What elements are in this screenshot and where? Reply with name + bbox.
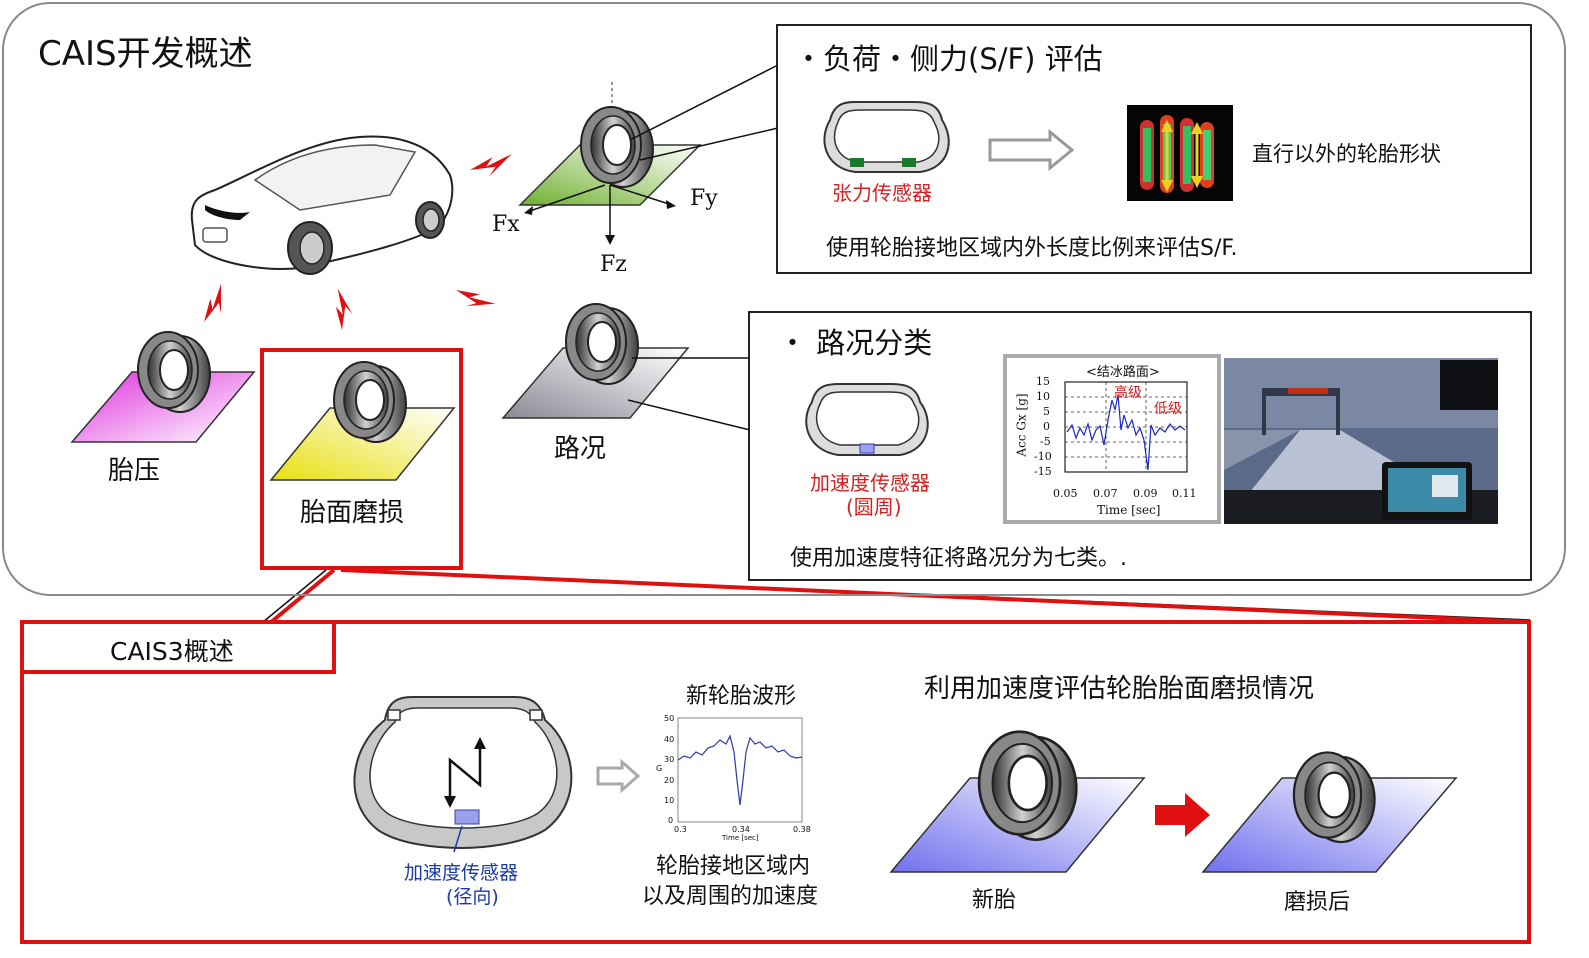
wave-title: 新轮胎波形 (686, 684, 797, 709)
road-sensor-label: 加速度传感器 (810, 471, 930, 495)
tension-tire-crosssection (823, 100, 950, 173)
road-sensor-direction: (圆周) (846, 495, 902, 519)
tension-sensor-label: 张力传感器 (832, 181, 932, 205)
road-chart-ytick: -15 (1034, 465, 1052, 478)
car-illustration (190, 135, 454, 275)
wave-chart-ytick: 40 (664, 735, 675, 744)
road-chart-ytick: 5 (1043, 405, 1050, 418)
pressure-tire-illustration (70, 331, 256, 443)
hollow-arrow-icon (596, 758, 641, 794)
cais3-title: CAIS3概述 (110, 637, 234, 666)
worn-tire-illustration (1201, 751, 1458, 873)
load-panel-heading: ・负荷・侧力(S/F) 评估 (794, 42, 1103, 76)
wave-chart-ytick: 20 (664, 776, 675, 785)
road-panel-description: 使用加速度特征将路况分为七类。. (790, 546, 1127, 571)
road-chart-ytick: 10 (1036, 390, 1050, 403)
road-chart-title: <结冰路面> (1086, 365, 1160, 380)
wave-description-line2: 以及周围的加速度 (642, 884, 819, 909)
cais3-frame (20, 620, 1531, 944)
radial-tire-crosssection (353, 696, 573, 853)
red-arrow-icon (1155, 793, 1210, 837)
road-chart-xtick: 0.07 (1093, 487, 1118, 500)
road-chart-xtick: 0.09 (1133, 487, 1158, 500)
hollow-arrow-icon (988, 128, 1075, 172)
wave-chart-ylabel: G (656, 764, 663, 773)
wave-chart-ytick: 10 (664, 796, 675, 805)
new-tire-label: 新胎 (972, 888, 1017, 913)
road-chart-ytick: 0 (1043, 420, 1050, 433)
road-chart-annotation-high: 高级 (1114, 385, 1142, 401)
road-chart-xtick: 0.11 (1172, 487, 1197, 500)
road-chart-ytick: 15 (1036, 375, 1050, 388)
wave-chart-signal (677, 734, 803, 806)
road-chart-xlabel: Time [sec] (1097, 503, 1161, 517)
wear-highlight-box (260, 348, 463, 570)
label-pressure: 胎压 (108, 456, 161, 486)
label-road: 路况 (554, 434, 607, 464)
worn-tire-label: 磨损后 (1284, 890, 1351, 915)
wave-chart-xlabel: Time [sec] (722, 834, 759, 842)
road-chart-ylabel: Acc Gx [g] (1014, 393, 1029, 457)
wave-chart-xtick: 0.3 (674, 825, 687, 834)
force-label-fx: Fx (492, 212, 520, 237)
wave-chart-ytick: 50 (664, 714, 675, 723)
road-chart-ytick: -10 (1034, 450, 1052, 463)
road-panel-heading: ・ 路况分类 (778, 326, 933, 360)
road-chart-xtick: 0.05 (1053, 487, 1078, 500)
wave-chart-ytick: 30 (664, 755, 675, 764)
wave-chart-ytick: 0 (668, 816, 674, 825)
radial-sensor-label: 加速度传感器 (404, 862, 519, 884)
road-tire-illustration (501, 303, 690, 419)
label-wear: 胎面磨损 (300, 498, 405, 528)
cais-overview-frame (2, 2, 1566, 596)
road-chart-signal (1066, 394, 1186, 471)
force-label-fz: Fz (600, 252, 627, 277)
force-label-fy: Fy (690, 186, 718, 211)
road-tire-crosssection (805, 383, 929, 456)
wear-tire-illustration (269, 361, 456, 481)
road-chart-ytick: -5 (1040, 435, 1051, 448)
wave-description-line1: 轮胎接地区域内 (656, 854, 811, 879)
radial-sensor-direction: (径向) (446, 886, 499, 908)
page-title: CAIS开发概述 (38, 34, 253, 74)
load-panel (776, 24, 1532, 274)
road-chart-annotation-low: 低级 (1154, 401, 1182, 417)
wave-chart-xtick: 0.34 (732, 825, 750, 834)
road-panel (748, 311, 1532, 581)
tire-shape-label: 直行以外的轮胎形状 (1252, 142, 1441, 166)
wear-evaluation-title: 利用加速度评估轮胎胎面磨损情况 (924, 674, 1315, 704)
new-tire-illustration (889, 730, 1146, 873)
load-tire-illustration (518, 82, 702, 245)
contact-patch-image (1127, 105, 1233, 201)
snowy-road-photo (1224, 358, 1498, 524)
cais3-title-box (20, 620, 336, 674)
load-panel-description: 使用轮胎接地区域内外长度比例来评估S/F. (826, 236, 1238, 261)
wave-chart-xtick: 0.38 (793, 825, 811, 834)
